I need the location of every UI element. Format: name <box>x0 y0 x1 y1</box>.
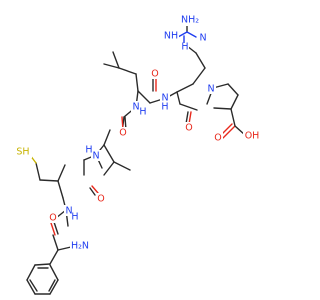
atom-o-arginine-carbonyl: O <box>185 123 192 134</box>
atom-n-cysteine-amide: N <box>65 206 72 217</box>
atom-h-cysteine-amide: H <box>71 212 78 223</box>
atom-h-leucine-amide: H <box>139 107 146 118</box>
atom-oh-proline: OH <box>245 131 260 142</box>
atom-o-phenylalanine-carbonyl: O <box>49 213 56 224</box>
atom-o-valine-carbonyl: O <box>119 128 126 139</box>
atom-n-valine-amide: N <box>92 151 99 162</box>
atom-sh-cysteine: SH <box>16 147 29 158</box>
molecule-canvas: NH₂ NH N H N O OH O O N H N H O <box>14 14 261 295</box>
atom-h-arginine-amide: H <box>161 102 168 113</box>
bond-skeleton <box>26 20 246 295</box>
atom-h-guanidine: H <box>181 42 188 53</box>
atom-o-leucine-carbonyl: O <box>151 69 158 80</box>
atom-h2n-phenylalanine: H₂N <box>71 241 89 252</box>
atom-nh2-guanidine: NH₂ <box>181 15 199 26</box>
atom-n-leucine-amide: N <box>132 102 139 113</box>
peptide-structure: NH₂ NH N H N O OH O O N H N H O <box>14 14 261 295</box>
atom-h-valine-amide: H <box>85 145 92 156</box>
atom-o-proline-carbonyl: O <box>214 133 221 144</box>
atom-n-guanidine: N <box>199 33 206 44</box>
atom-n-arginine-amide: N <box>161 93 168 104</box>
atom-o-cysteine-carbonyl: O <box>97 194 104 205</box>
atom-n-proline: N <box>207 84 214 95</box>
atom-labels: NH₂ NH N H N O OH O O N H N H O <box>14 14 261 252</box>
atom-nh-guanidine: NH <box>164 31 178 42</box>
